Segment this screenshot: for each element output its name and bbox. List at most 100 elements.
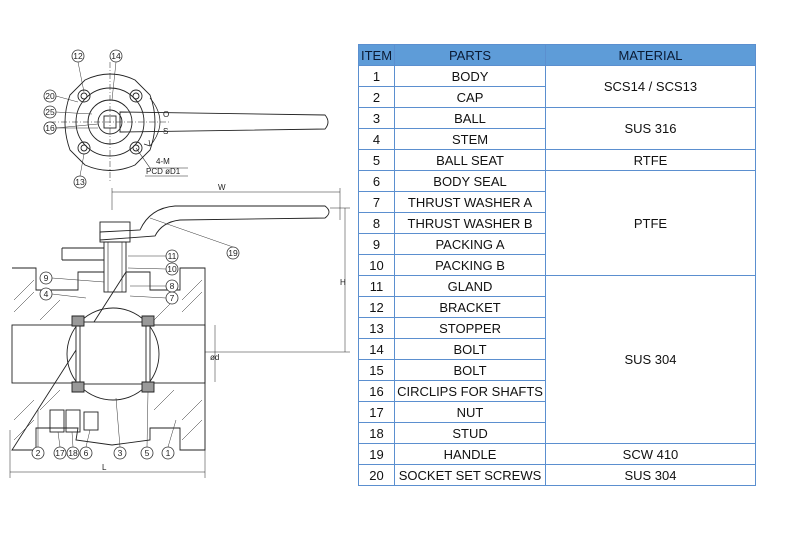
table-row: 14 BOLT <box>357 338 756 360</box>
callout-20: 20 <box>45 91 55 101</box>
header-item: ITEM <box>357 44 396 66</box>
material-cell: SUS 304 <box>544 275 756 444</box>
table-row: 6 BODY SEAL PTFE <box>357 170 756 276</box>
callout-10: 10 <box>167 264 177 274</box>
part-cell: CIRCLIPS FOR SHAFTS <box>394 380 546 402</box>
part-cell: BOLT <box>394 338 546 360</box>
material-cell: SCS14 / SCS13 <box>544 65 756 108</box>
material-cell: RTFE <box>544 149 756 171</box>
item-cell: 8 <box>357 212 396 234</box>
item-cell: 13 <box>357 317 396 339</box>
item-cell: 11 <box>357 275 396 297</box>
parts-material-table: ITEM PARTS MATERIAL 1 BODY SCS14 / SCS13… <box>357 44 756 486</box>
callout-2: 2 <box>36 448 41 458</box>
table-row: 1 BODY SCS14 / SCS13 <box>357 65 756 108</box>
part-cell: GLAND <box>394 275 546 297</box>
shut-label: S <box>163 127 168 136</box>
item-cell: 7 <box>357 191 396 213</box>
callout-9: 9 <box>44 273 49 283</box>
table-row: 18 STUD <box>357 422 756 444</box>
item-cell: 10 <box>357 254 396 276</box>
table-header-row: ITEM PARTS MATERIAL <box>357 44 756 66</box>
part-cell: SOCKET SET SCREWS <box>394 464 546 486</box>
material-cell: SUS 304 <box>544 464 756 486</box>
item-cell: 1 <box>357 65 396 87</box>
part-cell: CAP <box>394 86 546 108</box>
item-cell: 19 <box>357 443 396 465</box>
callout-5: 5 <box>145 448 150 458</box>
callout-25: 25 <box>45 107 55 117</box>
valve-technical-drawing: O S 4-M PCD øD1 12 14 20 25 15 16 13 <box>0 0 358 543</box>
callout-11: 11 <box>168 251 177 261</box>
part-cell: BODY <box>394 65 546 87</box>
table-row: 17 NUT <box>357 401 756 423</box>
item-cell: 15 <box>357 359 396 381</box>
table-row: 10 PACKING B <box>357 254 756 276</box>
callout-1: 1 <box>166 448 171 458</box>
diameter-dim-label: ød <box>210 353 219 362</box>
table-row: 16 CIRCLIPS FOR SHAFTS <box>357 380 756 402</box>
material-cell: SUS 316 <box>544 107 756 150</box>
item-cell: 2 <box>357 86 396 108</box>
height-dim-label: H <box>340 278 346 287</box>
item-cell: 20 <box>357 464 396 486</box>
item-cell: 3 <box>357 107 396 129</box>
callout-4: 4 <box>44 289 49 299</box>
part-cell: BALL SEAT <box>394 149 546 171</box>
item-cell: 4 <box>357 128 396 150</box>
part-cell: BODY SEAL <box>394 170 546 192</box>
table-row: 3 BALL SUS 316 <box>357 107 756 150</box>
bolt-thread-label: 4-M <box>156 157 170 166</box>
part-cell: BRACKET <box>394 296 546 318</box>
table-row: 5 BALL SEAT RTFE <box>357 149 756 171</box>
callout-12: 12 <box>73 51 83 61</box>
table-row: 9 PACKING A <box>357 233 756 255</box>
table-row: 19 HANDLE SCW 410 <box>357 443 756 465</box>
part-cell: STEM <box>394 128 546 150</box>
part-cell: HANDLE <box>394 443 546 465</box>
item-cell: 17 <box>357 401 396 423</box>
part-cell: NUT <box>394 401 546 423</box>
part-cell: PACKING A <box>394 233 546 255</box>
table-row: 11 GLAND SUS 304 <box>357 275 756 444</box>
part-cell: THRUST WASHER B <box>394 212 546 234</box>
table-row: 13 STOPPER <box>357 317 756 339</box>
item-cell: 9 <box>357 233 396 255</box>
item-cell: 16 <box>357 380 396 402</box>
part-cell: PACKING B <box>394 254 546 276</box>
callout-19: 19 <box>228 248 238 258</box>
table-row: 20 SOCKET SET SCREWS SUS 304 <box>357 464 756 486</box>
header-material: MATERIAL <box>544 44 756 66</box>
part-cell: THRUST WASHER A <box>394 191 546 213</box>
callout-18: 18 <box>68 448 78 458</box>
callout-7: 7 <box>170 293 175 303</box>
part-cell: BALL <box>394 107 546 129</box>
callout-13: 13 <box>75 177 85 187</box>
item-cell: 14 <box>357 338 396 360</box>
callout-14: 14 <box>111 51 121 61</box>
top-callouts: 12 14 20 25 15 16 13 <box>43 49 123 189</box>
section-view <box>9 188 350 478</box>
part-cell: STOPPER <box>394 317 546 339</box>
part-cell: BOLT <box>394 359 546 381</box>
table-row: 7 THRUST WASHER A <box>357 191 756 213</box>
item-cell: 6 <box>357 170 396 192</box>
header-parts: PARTS <box>394 44 546 66</box>
top-view <box>50 62 329 182</box>
item-cell: 18 <box>357 422 396 444</box>
material-cell: SCW 410 <box>544 443 756 465</box>
callout-17: 17 <box>55 448 65 458</box>
material-cell: PTFE <box>544 170 756 276</box>
callout-3: 3 <box>118 448 123 458</box>
length-dim-label: L <box>102 463 107 472</box>
open-label: O <box>163 110 169 119</box>
section-callouts: 19 11 10 9 4 8 7 2 17 18 6 3 5 1 <box>31 217 240 460</box>
callout-6: 6 <box>84 448 89 458</box>
callout-16: 16 <box>45 123 55 133</box>
part-cell: STUD <box>394 422 546 444</box>
item-cell: 12 <box>357 296 396 318</box>
callout-8: 8 <box>170 281 175 291</box>
pcd-label: PCD øD1 <box>146 167 181 176</box>
width-dim-label: W <box>218 183 226 192</box>
table-row: 8 THRUST WASHER B <box>357 212 756 234</box>
